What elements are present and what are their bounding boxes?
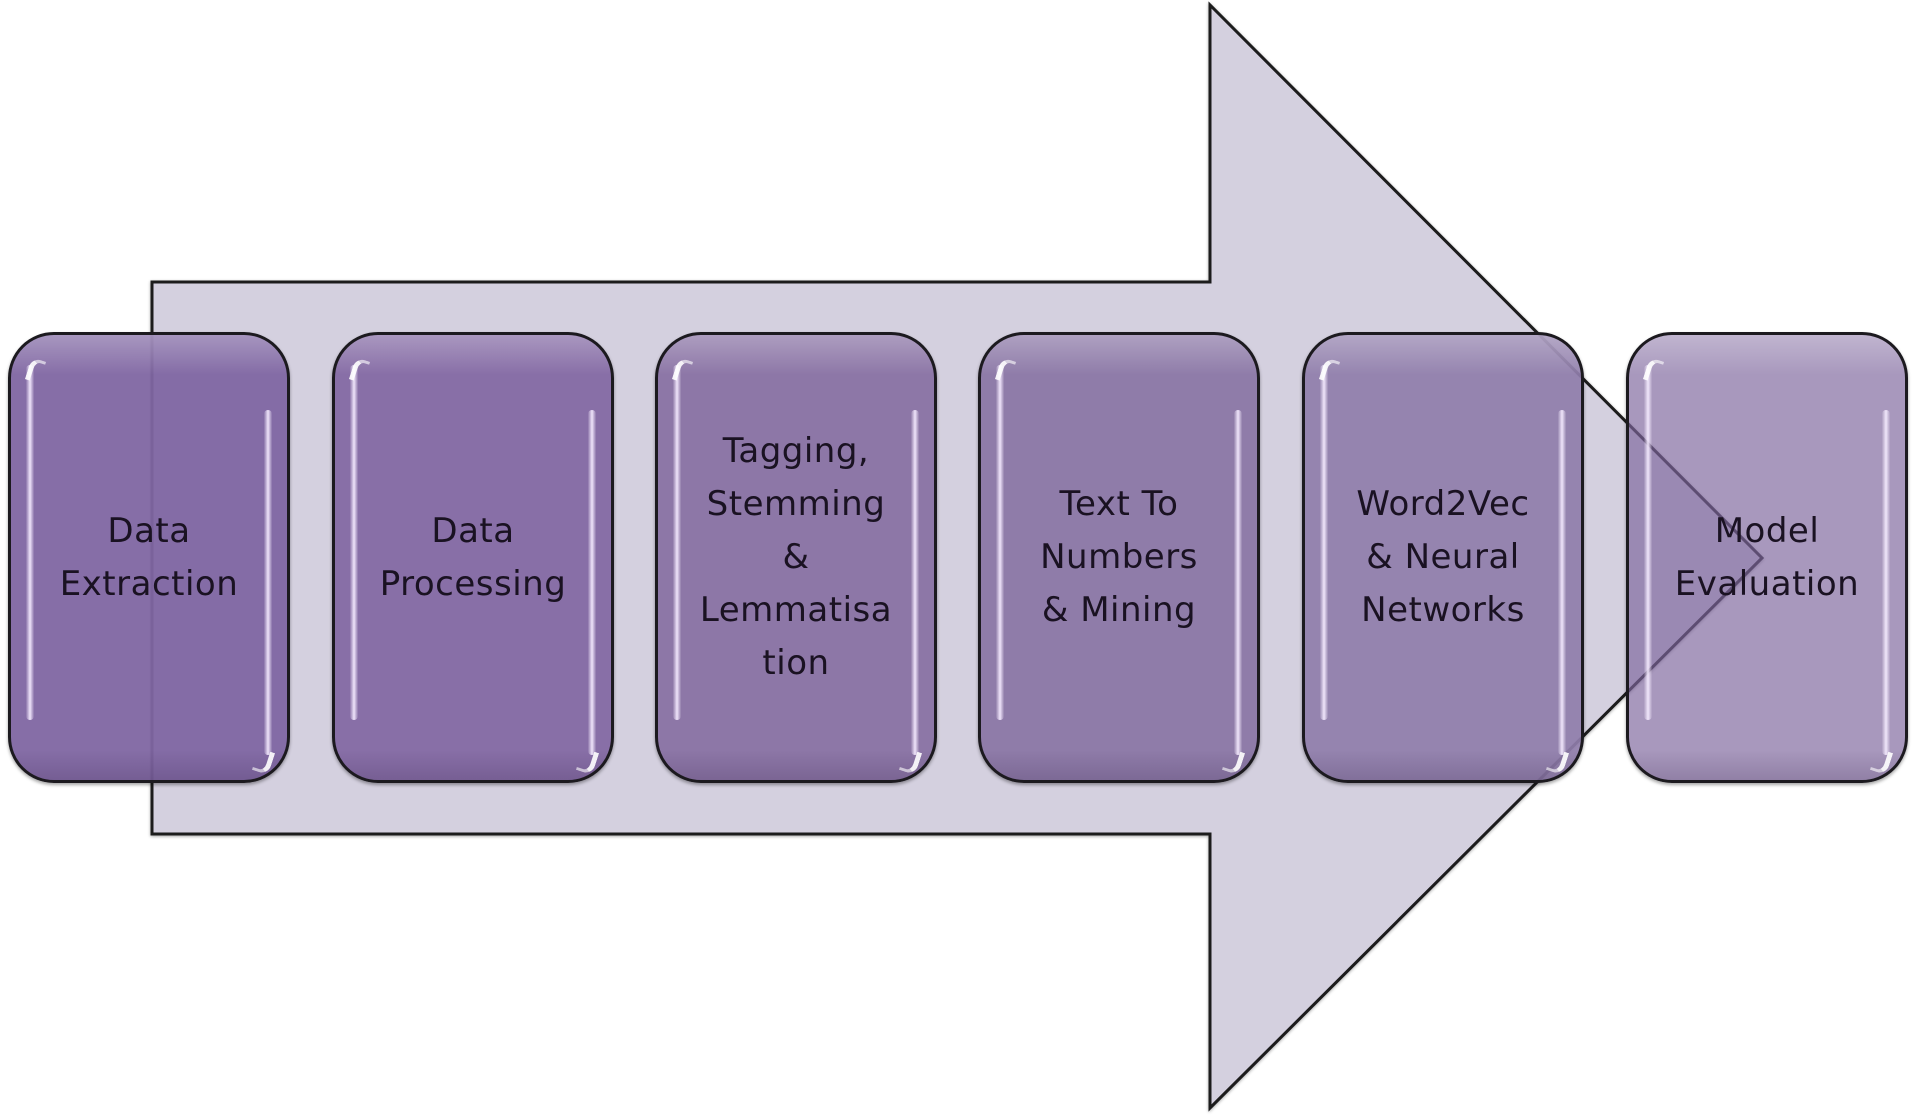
step-box-text-to-numbers-mining: Text To Numbers & Mining [978, 332, 1260, 783]
step-box-word2vec-neural-networks: Word2Vec & Neural Networks [1302, 332, 1584, 783]
step-box-data-extraction: Data Extraction [8, 332, 290, 783]
box-shade [1305, 750, 1581, 780]
step-box-data-processing: Data Processing [332, 332, 614, 783]
box-gloss-right [588, 410, 596, 755]
box-gloss-right [1558, 410, 1566, 755]
box-gloss-right [911, 410, 919, 755]
box-gloss-left [996, 365, 1004, 720]
box-gloss-right [1234, 410, 1242, 755]
step-label: Model Evaluation [1674, 510, 1860, 604]
step-label: Data Extraction [59, 510, 239, 604]
box-shade [981, 750, 1257, 780]
box-highlight [658, 335, 934, 375]
box-shade [11, 750, 287, 780]
box-gloss-left [673, 365, 681, 720]
step-box-model-evaluation: Model Evaluation [1626, 332, 1908, 783]
box-shade [335, 750, 611, 780]
step-label: Data Processing [379, 510, 567, 604]
step-label: Text To Numbers & Mining [1040, 484, 1198, 630]
box-shade [1629, 750, 1905, 780]
box-gloss-right [1882, 410, 1890, 755]
step-box-tagging-stemming-lemmatisation: Tagging, Stemming & Lemmatisa tion [655, 332, 937, 783]
box-highlight [1305, 335, 1581, 375]
box-highlight [1629, 335, 1905, 375]
box-gloss-left [350, 365, 358, 720]
box-highlight [335, 335, 611, 375]
box-highlight [11, 335, 287, 375]
box-gloss-left [1320, 365, 1328, 720]
box-gloss-left [26, 365, 34, 720]
step-label: Tagging, Stemming & Lemmatisa tion [699, 431, 893, 683]
box-gloss-right [264, 410, 272, 755]
box-shade [658, 750, 934, 780]
arrow-shape [150, 1, 1765, 1112]
box-highlight [981, 335, 1257, 375]
step-label: Word2Vec & Neural Networks [1356, 484, 1530, 630]
box-gloss-left [1644, 365, 1652, 720]
